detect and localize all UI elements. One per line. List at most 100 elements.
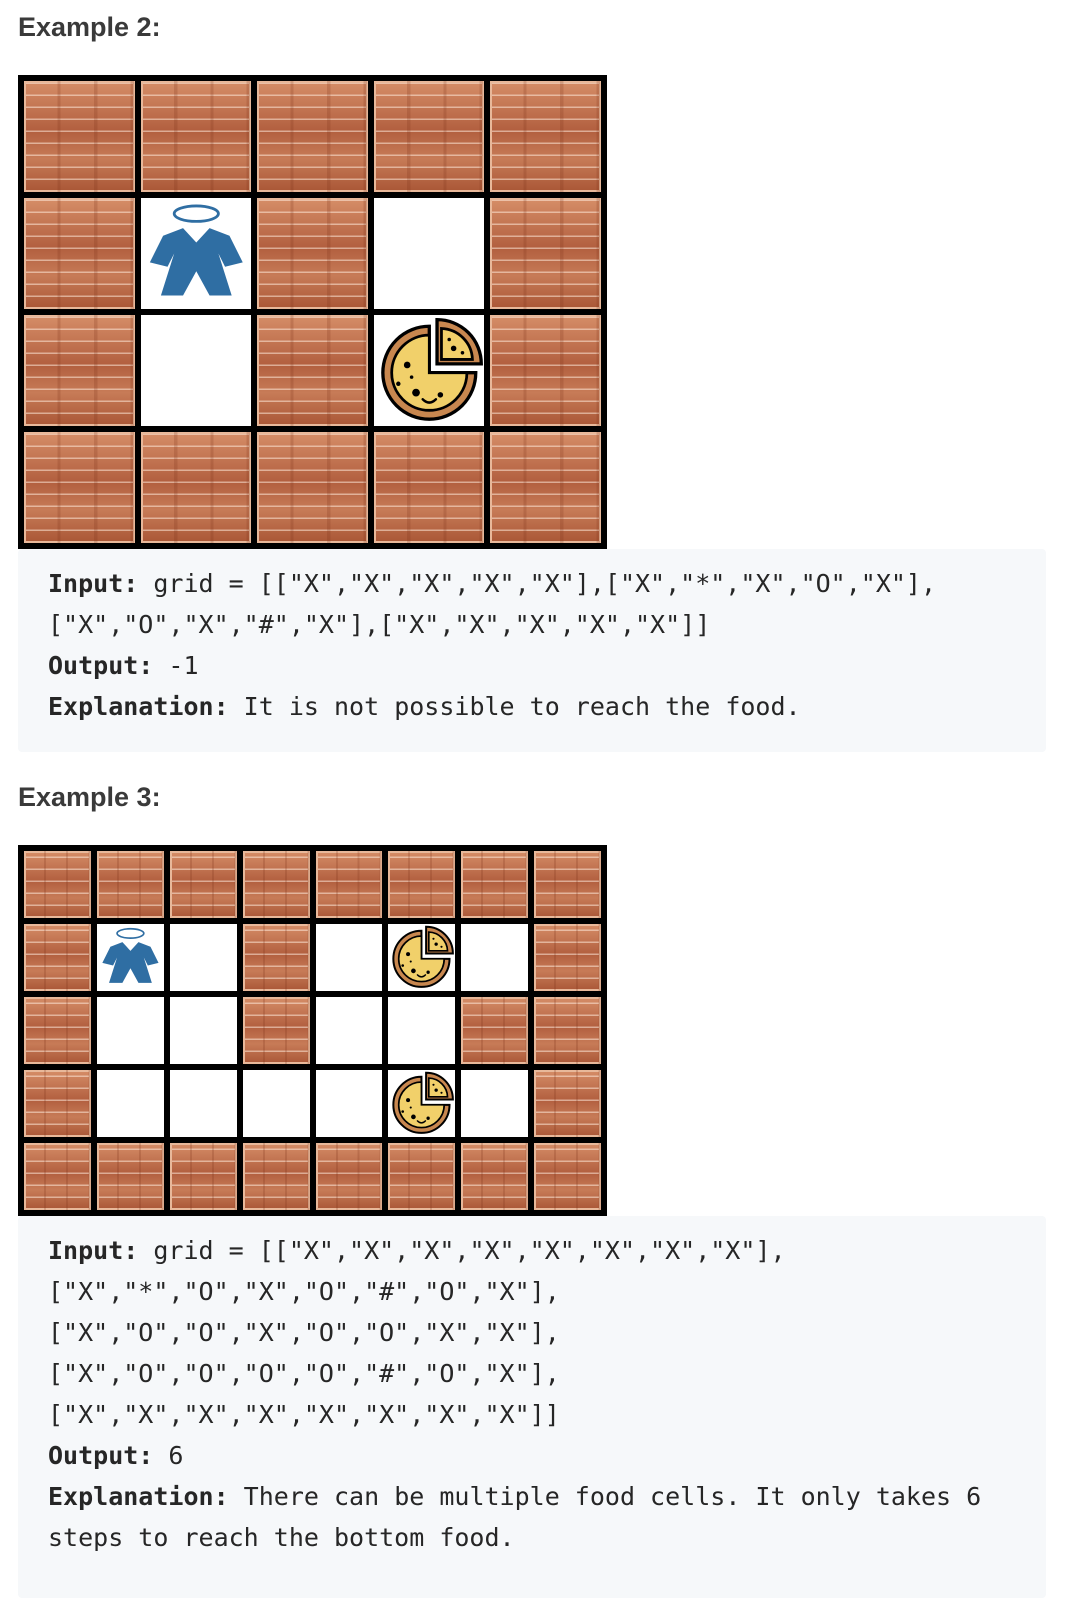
grid-cell-open bbox=[315, 924, 383, 991]
grid-cell-open bbox=[140, 315, 252, 426]
explanation-text: There can be multiple food cells. It onl… bbox=[228, 1482, 982, 1511]
input-value: grid = [["X","X","X","X","X"],["X","*","… bbox=[138, 569, 937, 598]
brick-wall-icon bbox=[242, 997, 310, 1064]
example-3-grid bbox=[18, 845, 607, 1216]
grid-cell-food bbox=[388, 924, 456, 991]
grid-cell-open bbox=[315, 1070, 383, 1137]
brick-wall-icon bbox=[490, 198, 601, 309]
explanation-line: Explanation: It is not possible to reach… bbox=[48, 686, 1016, 727]
brick-wall-icon bbox=[242, 1143, 310, 1210]
input-line: ["X","*","O","X","O","#","O","X"], bbox=[48, 1271, 1016, 1312]
grid-cell-open bbox=[169, 924, 237, 991]
brick-wall-icon bbox=[461, 997, 529, 1064]
grid-cell-open bbox=[461, 1070, 529, 1137]
input-line: ["X","O","O","X","O","O","X","X"], bbox=[48, 1312, 1016, 1353]
input-value: grid = [["X","X","X","X","X","X","X","X"… bbox=[138, 1236, 786, 1265]
brick-wall-icon bbox=[24, 81, 135, 192]
brick-wall-icon bbox=[140, 81, 252, 192]
input-line: ["X","X","X","X","X","X","X","X"]] bbox=[48, 1394, 1016, 1435]
brick-wall-icon bbox=[257, 81, 368, 192]
brick-wall-icon bbox=[388, 1143, 456, 1210]
example-2-heading: Example 2: bbox=[18, 12, 161, 42]
example-2-code-block: Input: grid = [["X","X","X","X","X"],["X… bbox=[18, 549, 1046, 752]
explanation-text: It is not possible to reach the food. bbox=[228, 692, 801, 721]
person-icon bbox=[149, 204, 243, 296]
brick-wall-icon bbox=[24, 432, 135, 543]
grid-cell-food bbox=[388, 1070, 456, 1137]
grid-cell-start bbox=[96, 924, 164, 991]
output-value: -1 bbox=[153, 651, 199, 680]
example-2-grid bbox=[18, 75, 607, 549]
brick-wall-icon bbox=[461, 1143, 529, 1210]
grid-cell-open bbox=[169, 997, 237, 1064]
brick-wall-icon bbox=[373, 432, 485, 543]
output-label: Output: bbox=[48, 651, 154, 680]
grid-cell-open bbox=[315, 997, 383, 1064]
brick-wall-icon bbox=[490, 81, 601, 192]
explanation-text: steps to reach the bottom food. bbox=[48, 1523, 515, 1552]
brick-wall-icon bbox=[96, 851, 164, 918]
brick-wall-icon bbox=[24, 1143, 91, 1210]
input-line: ["X","O","O","O","O","#","O","X"], bbox=[48, 1353, 1016, 1394]
grid-cell-open bbox=[461, 924, 529, 991]
grid-cell-open bbox=[96, 997, 164, 1064]
person-icon bbox=[102, 927, 159, 983]
pizza-icon bbox=[392, 1071, 455, 1134]
grid-cell-food bbox=[373, 315, 485, 426]
brick-wall-icon bbox=[24, 315, 135, 426]
input-line: Input: grid = [["X","X","X","X","X"],["X… bbox=[48, 563, 1016, 604]
output-line: Output: 6 bbox=[48, 1435, 1016, 1476]
explanation-label: Explanation: bbox=[48, 692, 229, 721]
grid-cell-open bbox=[96, 1070, 164, 1137]
brick-wall-icon bbox=[242, 851, 310, 918]
output-line: Output: -1 bbox=[48, 645, 1016, 686]
brick-wall-icon bbox=[24, 851, 91, 918]
brick-wall-icon bbox=[169, 851, 237, 918]
input-label: Input: bbox=[48, 569, 139, 598]
brick-wall-icon bbox=[24, 198, 135, 309]
input-line: ["X","O","X","#","X"],["X","X","X","X","… bbox=[48, 604, 1016, 645]
brick-wall-icon bbox=[24, 997, 91, 1064]
input-value: ["X","O","X","#","X"],["X","X","X","X","… bbox=[48, 610, 711, 639]
input-value: ["X","O","O","X","O","O","X","X"], bbox=[48, 1318, 560, 1347]
output-label: Output: bbox=[48, 1441, 154, 1470]
output-value: 6 bbox=[153, 1441, 184, 1470]
brick-wall-icon bbox=[24, 924, 91, 991]
input-label: Input: bbox=[48, 1236, 139, 1265]
pizza-icon bbox=[392, 925, 455, 988]
brick-wall-icon bbox=[169, 1143, 237, 1210]
input-value: ["X","*","O","X","O","#","O","X"], bbox=[48, 1277, 560, 1306]
brick-wall-icon bbox=[140, 432, 252, 543]
pizza-icon bbox=[380, 317, 483, 421]
brick-wall-icon bbox=[490, 432, 601, 543]
grid-cell-open bbox=[373, 198, 485, 309]
brick-wall-icon bbox=[461, 851, 529, 918]
explanation-line: steps to reach the bottom food. bbox=[48, 1517, 1016, 1558]
brick-wall-icon bbox=[534, 924, 601, 991]
explanation-label: Explanation: bbox=[48, 1482, 229, 1511]
example-3-code-block: Input: grid = [["X","X","X","X","X","X",… bbox=[18, 1216, 1046, 1598]
grid-cell-open bbox=[388, 997, 456, 1064]
input-line: Input: grid = [["X","X","X","X","X","X",… bbox=[48, 1230, 1016, 1271]
explanation-line: Explanation: There can be multiple food … bbox=[48, 1476, 1016, 1517]
grid-cell-start bbox=[140, 198, 252, 309]
brick-wall-icon bbox=[257, 432, 368, 543]
brick-wall-icon bbox=[388, 851, 456, 918]
brick-wall-icon bbox=[534, 1143, 601, 1210]
brick-wall-icon bbox=[534, 1070, 601, 1137]
input-value: ["X","O","O","O","O","#","O","X"], bbox=[48, 1359, 560, 1388]
brick-wall-icon bbox=[24, 1070, 91, 1137]
brick-wall-icon bbox=[96, 1143, 164, 1210]
example-3-heading: Example 3: bbox=[18, 782, 161, 812]
brick-wall-icon bbox=[490, 315, 601, 426]
brick-wall-icon bbox=[315, 1143, 383, 1210]
brick-wall-icon bbox=[242, 924, 310, 991]
brick-wall-icon bbox=[315, 851, 383, 918]
grid-cell-open bbox=[169, 1070, 237, 1137]
brick-wall-icon bbox=[534, 997, 601, 1064]
brick-wall-icon bbox=[373, 81, 485, 192]
brick-wall-icon bbox=[257, 198, 368, 309]
input-value: ["X","X","X","X","X","X","X","X"]] bbox=[48, 1400, 560, 1429]
brick-wall-icon bbox=[534, 851, 601, 918]
brick-wall-icon bbox=[257, 315, 368, 426]
